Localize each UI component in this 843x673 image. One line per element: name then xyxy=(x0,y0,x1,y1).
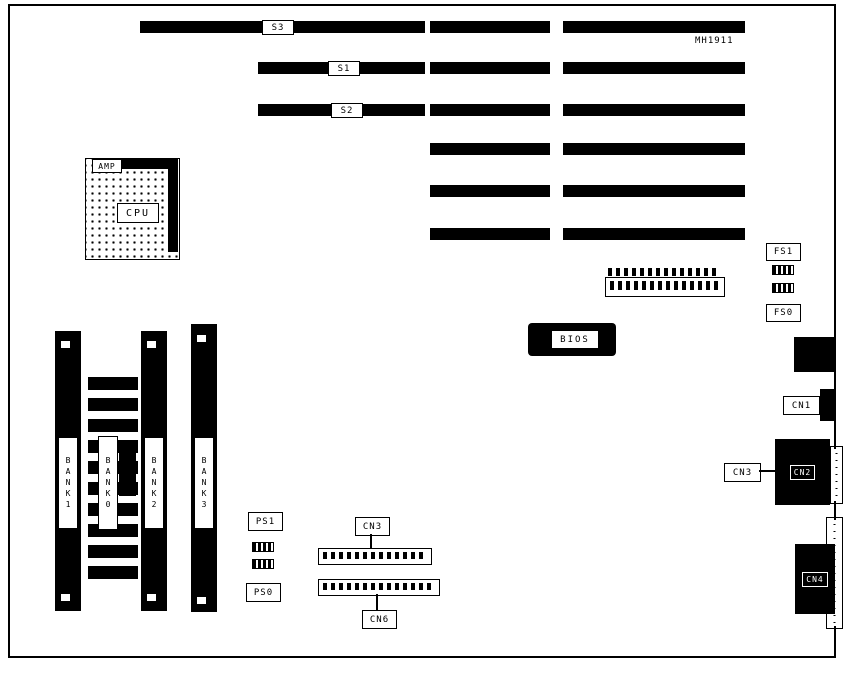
slot-bar xyxy=(563,143,745,155)
bank1-top-notch xyxy=(61,341,70,348)
slot-bar xyxy=(563,104,745,116)
jumper-label-ps0: PS0 xyxy=(246,583,281,602)
cn6-pointer-line xyxy=(376,594,378,610)
keyboard-connector xyxy=(794,337,836,372)
slot-bar xyxy=(430,143,550,155)
jumper-fs0-pins xyxy=(772,283,794,293)
jumper-ps0-pins xyxy=(252,559,274,569)
bank1-bottom-notch xyxy=(61,594,70,601)
jumper-label-fs1: FS1 xyxy=(766,243,801,261)
bank3-label: BANK3 xyxy=(194,437,214,529)
slot-bar xyxy=(430,21,550,33)
cn3-mid-pointer-line xyxy=(370,534,372,548)
bios-label: BIOS xyxy=(551,330,599,349)
slot-bar xyxy=(563,185,745,197)
connector-label-cn3-mid: CN3 xyxy=(355,517,390,536)
bank0-label: BANK0 xyxy=(98,436,118,530)
cpu-brand-label: AMP xyxy=(92,159,122,173)
connector-label-cn4: CN4 xyxy=(802,571,828,587)
connector-label-cn1: CN1 xyxy=(783,396,820,415)
bank1-label: BANK1 xyxy=(58,437,78,529)
switch-label-s2: S2 xyxy=(331,103,363,118)
connector-label-cn3-right: CN3 xyxy=(724,463,761,482)
slot-bar xyxy=(563,228,745,240)
bank0-chip xyxy=(119,444,136,496)
cn3-pointer-line xyxy=(759,470,775,472)
part-number: MH1911 xyxy=(695,36,734,46)
slot-bar xyxy=(430,185,550,197)
pin-header-body xyxy=(605,277,725,297)
switch-label-s3: S3 xyxy=(262,20,294,35)
slot-bar xyxy=(430,62,550,74)
bank2-label: BANK2 xyxy=(144,437,164,529)
jumper-fs1-pins xyxy=(772,265,794,275)
bank3-top-notch xyxy=(197,335,206,342)
connector-label-cn6: CN6 xyxy=(362,610,397,629)
jumper-ps1-pins xyxy=(252,542,274,552)
connector-label-cn2: CN2 xyxy=(789,464,816,480)
cpu-label: CPU xyxy=(117,203,159,223)
bank2-top-notch xyxy=(147,341,156,348)
cpu-socket-top-key xyxy=(119,159,178,169)
jumper-label-ps1: PS1 xyxy=(248,512,283,531)
slot-bar xyxy=(430,104,550,116)
connector-cn3-header xyxy=(318,548,432,565)
connector-cn4: CN4 xyxy=(795,544,835,614)
pin-header-top-row xyxy=(608,268,720,276)
pin-header-pins xyxy=(610,281,720,290)
slot-bar xyxy=(563,21,745,33)
slot-bar xyxy=(563,62,745,74)
cpu-socket-right-key xyxy=(168,159,178,252)
connector-cn2: CN2 xyxy=(775,439,830,505)
cn2-edge-port xyxy=(830,446,843,504)
cn6-header-pins xyxy=(323,583,435,590)
bank3-bottom-notch xyxy=(197,597,206,604)
bank2-bottom-notch xyxy=(147,594,156,601)
jumper-label-fs0: FS0 xyxy=(766,304,801,322)
slot-bar xyxy=(430,228,550,240)
connector-cn6-header xyxy=(318,579,440,596)
cn3-header-pins xyxy=(323,552,427,559)
cn1-edge-connector xyxy=(820,389,836,421)
switch-label-s1: S1 xyxy=(328,61,360,76)
